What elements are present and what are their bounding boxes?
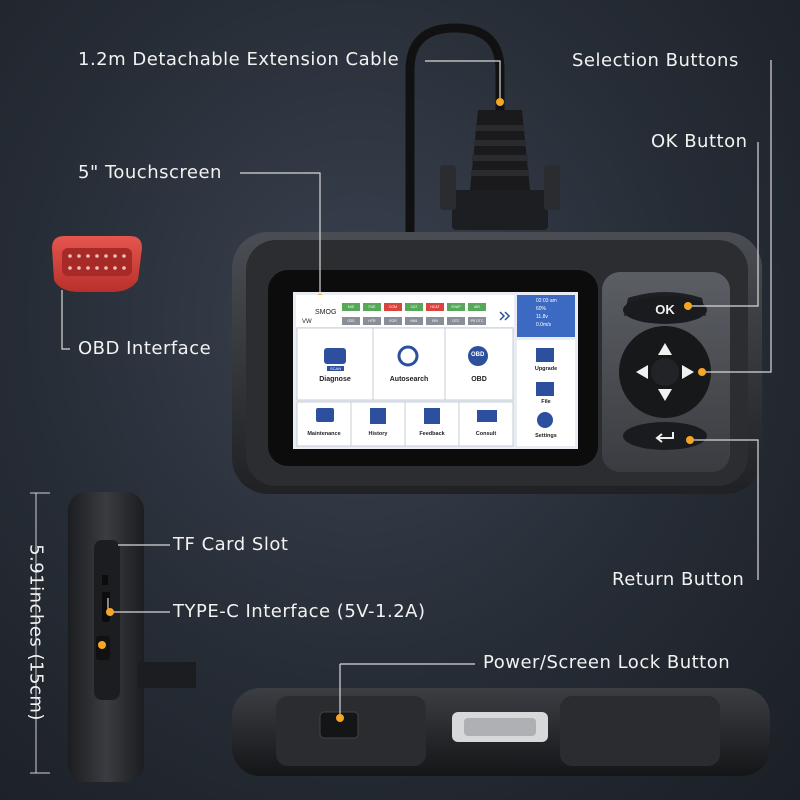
side-upgrade[interactable]: Upgrade (534, 366, 558, 372)
label-selection-buttons: Selection Buttons (572, 50, 739, 71)
monitor-chip: FUE (363, 303, 381, 311)
screen-header-title: SMOG (315, 309, 337, 316)
tf-card-slot (102, 575, 108, 585)
monitor-chip: CAT (405, 303, 423, 311)
label-return-button: Return Button (612, 569, 745, 590)
side-file[interactable]: File (541, 399, 551, 405)
monitor-chip: EVAP (447, 303, 465, 311)
monitor-chip: EGR (384, 317, 402, 325)
label-extension-cable: 1.2m Detachable Extension Cable (78, 49, 400, 70)
return-key (623, 422, 707, 450)
power-button (319, 711, 359, 739)
monitor-chip: PS DTC (468, 317, 486, 325)
scan-badge: SCAN (327, 366, 345, 371)
status-signal: 0.0m/s (536, 322, 552, 328)
label-power-button: Power/Screen Lock Button (483, 652, 731, 673)
monitor-chip: HTR (363, 317, 381, 325)
label-touchscreen: 5" Touchscreen (78, 162, 222, 183)
status-panel: 02:03 am 60% 11.8v 0.0m/s (520, 297, 574, 329)
monitor-chip: MIS (342, 303, 360, 311)
monitor-chip: ISN (426, 317, 444, 325)
extension-cable (405, 23, 505, 235)
tile-diagnose[interactable]: Diagnose (319, 376, 351, 383)
label-dimension: 5.91inches (15cm) (25, 544, 47, 721)
monitor-chip: O2S (342, 317, 360, 325)
tile-consult[interactable]: Consult (475, 431, 497, 437)
tile-autosearch[interactable]: Autosearch (389, 376, 429, 383)
monitor-chip: HCAT (426, 303, 444, 311)
tile-obd[interactable]: OBD (471, 376, 487, 383)
screen-header-sub: VW (302, 319, 312, 325)
monitor-chip: NML (405, 317, 423, 325)
tile-maintenance[interactable]: Maintenance (307, 431, 341, 437)
ok-key-label[interactable]: OK (655, 302, 675, 317)
label-obd-interface: OBD Interface (78, 338, 212, 359)
obd-badge: OBD (471, 352, 485, 358)
status-time: 02:03 am (536, 298, 557, 304)
label-tf-card-slot: TF Card Slot (173, 534, 289, 555)
monitor-chip: COM (384, 303, 402, 311)
status-voltage: 11.8v (536, 314, 548, 320)
status-battery: 60% (536, 306, 547, 312)
label-type-c-interface: TYPE-C Interface (5V-1.2A) (173, 601, 426, 622)
monitor-chip: AIR (468, 303, 486, 311)
side-settings[interactable]: Settings (535, 433, 557, 439)
monitor-chip: DTC (447, 317, 465, 325)
tile-feedback[interactable]: Feedback (419, 431, 445, 437)
tile-history[interactable]: History (368, 431, 388, 437)
label-ok-button: OK Button (651, 131, 748, 152)
